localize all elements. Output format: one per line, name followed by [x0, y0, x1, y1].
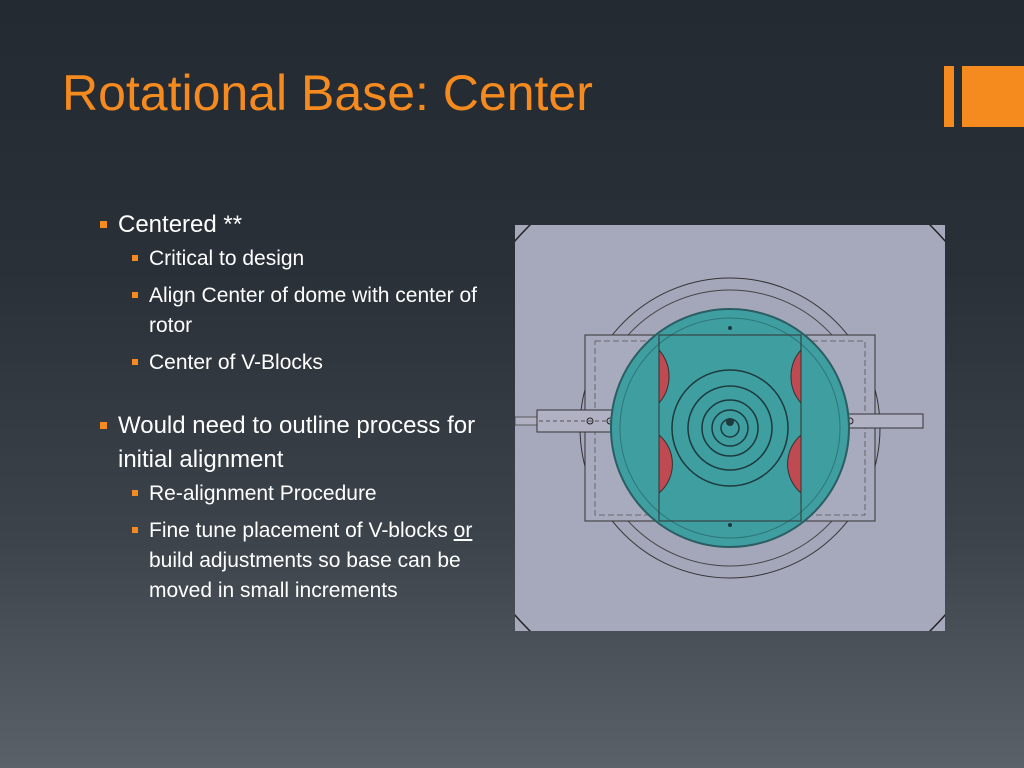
sub-bullet-item: Align Center of dome with center of roto…	[132, 281, 480, 341]
sub-bullet-list: Critical to design Align Center of dome …	[132, 244, 480, 378]
sub-bullet-text: Center of V-Blocks	[149, 351, 323, 374]
slide-title: Rotational Base: Center	[62, 65, 593, 121]
square-bullet-icon	[100, 422, 107, 429]
square-bullet-icon	[132, 527, 138, 533]
sub-bullet-text: Fine tune placement of V-blocks	[149, 519, 454, 542]
square-bullet-icon	[132, 359, 138, 365]
accent-bar-thin	[944, 66, 954, 127]
bullet-list: Centered ** Critical to design Align Cen…	[100, 208, 480, 613]
sub-bullet-text: Re-alignment Procedure	[149, 482, 377, 505]
square-bullet-icon	[100, 221, 107, 228]
sub-bullet-item: Fine tune placement of V-blocks or build…	[132, 516, 480, 606]
square-bullet-icon	[132, 255, 138, 261]
sub-bullet-text: Critical to design	[149, 247, 305, 270]
accent-bar-thick	[962, 66, 1024, 127]
sub-bullet-list: Re-alignment Procedure Fine tune placeme…	[132, 479, 480, 606]
bullet-item-outline-process: Would need to outline process for initia…	[100, 409, 480, 477]
underlined-word: or	[453, 519, 473, 542]
sub-bullet-item: Center of V-Blocks	[132, 348, 480, 378]
sub-bullet-text: Align Center of dome with center of roto…	[149, 284, 478, 337]
sub-bullet-item: Re-alignment Procedure	[132, 479, 480, 509]
square-bullet-icon	[132, 292, 138, 298]
square-bullet-icon	[132, 490, 138, 496]
bullet-text: Would need to outline process for initia…	[118, 412, 476, 473]
rotational-base-cad-image	[515, 225, 945, 631]
cad-drawing	[515, 225, 945, 631]
bullet-text: Centered **	[118, 211, 243, 238]
sub-bullet-text: build adjustments so base can be moved i…	[149, 549, 461, 602]
sub-bullet-item: Critical to design	[132, 244, 480, 274]
bullet-item-centered: Centered **	[100, 208, 480, 242]
